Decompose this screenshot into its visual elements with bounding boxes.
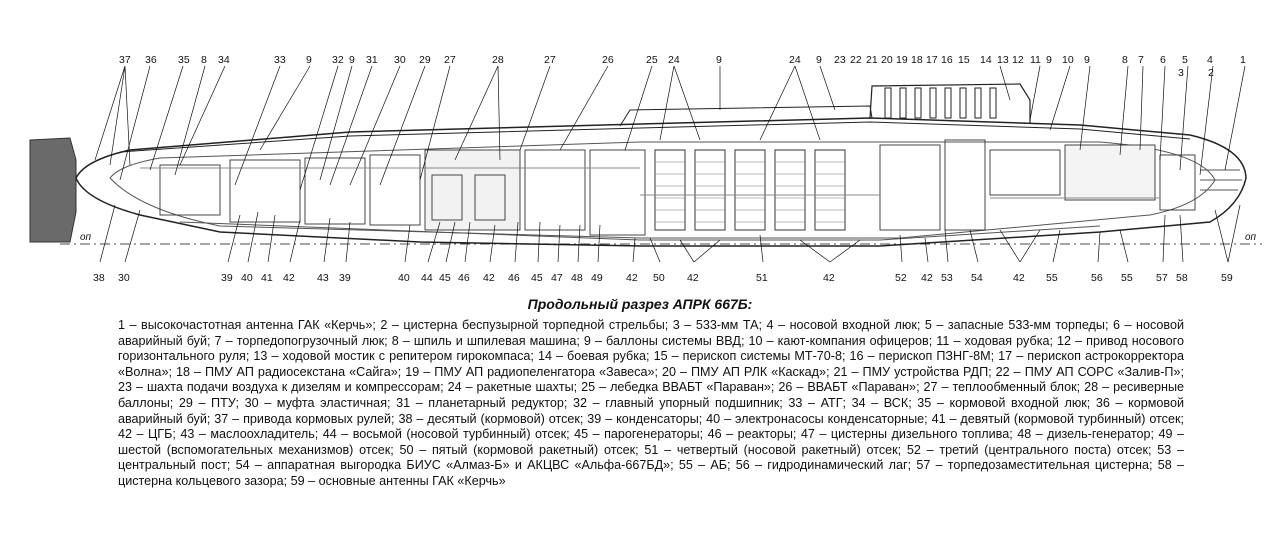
callout-label: 9	[1046, 54, 1052, 66]
top-callouts: 37 36 35 8 34 33 9 32 9 31 30 29 27 28 2…	[119, 54, 1246, 79]
callout-label: 24	[668, 54, 680, 66]
callout-label: 42	[1013, 272, 1025, 284]
callout-label: 30	[394, 54, 406, 66]
callout-label: 6	[1160, 54, 1166, 66]
bottom-callouts: 38 30 39 40 41 42 43 39 40 44 45 46 42 4…	[93, 272, 1233, 284]
missile-silos	[654, 149, 846, 231]
callout-label: 47	[551, 272, 563, 284]
callout-label: 55	[1121, 272, 1133, 284]
callout-label: 31	[366, 54, 378, 66]
callout-label: 14	[980, 54, 992, 66]
callout-label: 15	[958, 54, 970, 66]
callout-label: 13	[997, 54, 1009, 66]
callout-label: 12	[1012, 54, 1024, 66]
callout-label: 25	[646, 54, 658, 66]
callout-label: 45	[439, 272, 451, 284]
callout-label: 55	[1046, 272, 1058, 284]
callout-label: 49	[591, 272, 603, 284]
callout-label: 38	[93, 272, 105, 284]
callout-label: 27	[544, 54, 556, 66]
callout-label: 20	[881, 54, 893, 66]
callout-label: 11	[1030, 54, 1041, 66]
callout-label: 48	[571, 272, 583, 284]
callout-label: 24	[789, 54, 801, 66]
callout-label: 18	[911, 54, 923, 66]
callout-label: 19	[896, 54, 908, 66]
callout-label: 45	[531, 272, 543, 284]
callout-label: 40	[241, 272, 253, 284]
callout-label: 56	[1091, 272, 1103, 284]
callout-label: 46	[458, 272, 470, 284]
callout-label: 52	[895, 272, 907, 284]
callout-label: 37	[119, 54, 131, 66]
callout-label: 42	[626, 272, 638, 284]
callout-label: 42	[687, 272, 699, 284]
callout-label: 58	[1176, 272, 1188, 284]
callout-label: 23	[834, 54, 846, 66]
callout-label: 9	[306, 54, 312, 66]
callout-label: 53	[941, 272, 953, 284]
callout-label: 9	[1084, 54, 1090, 66]
machinery-compartments	[140, 139, 1242, 236]
callout-label: 1	[1240, 54, 1246, 66]
callout-label: 51	[756, 272, 768, 284]
hull-drawing	[29, 83, 1247, 247]
callout-label: 8	[1122, 54, 1128, 66]
callout-label: 17	[926, 54, 938, 66]
callout-label: 7	[1138, 54, 1144, 66]
callout-label: 28	[492, 54, 504, 66]
callout-label: 9	[816, 54, 822, 66]
figure-legend: 1 – высокочастотная антенна ГАК «Керчь»;…	[118, 318, 1184, 488]
callout-label: 30	[118, 272, 130, 284]
callout-label: 39	[221, 272, 233, 284]
callout-label: 22	[850, 54, 862, 66]
callout-label: 10	[1062, 54, 1074, 66]
callout-label: 33	[274, 54, 286, 66]
callout-label: 9	[716, 54, 722, 66]
callout-label: 42	[823, 272, 835, 284]
callout-label: 4	[1207, 54, 1213, 66]
callout-label: 5	[1182, 54, 1188, 66]
callout-label: 27	[444, 54, 456, 66]
baseline-label-left: оп	[80, 232, 92, 243]
callout-label: 46	[508, 272, 520, 284]
callout-label: 57	[1156, 272, 1168, 284]
callout-label: 36	[145, 54, 157, 66]
callout-label: 8	[201, 54, 207, 66]
callout-label: 9	[349, 54, 355, 66]
callout-label: 34	[218, 54, 230, 66]
callout-label: 3	[1178, 67, 1184, 79]
callout-label: 39	[339, 272, 351, 284]
callout-label: 42	[921, 272, 933, 284]
callout-label: 59	[1221, 272, 1233, 284]
leader-lines	[94, 65, 1246, 263]
callout-label: 40	[398, 272, 410, 284]
callout-label: 44	[421, 272, 433, 284]
callout-label: 41	[261, 272, 273, 284]
callout-label: 54	[971, 272, 983, 284]
callout-label: 50	[653, 272, 665, 284]
callout-label: 16	[941, 54, 953, 66]
callout-label: 21	[866, 54, 878, 66]
baseline-label-right: оп	[1245, 232, 1257, 243]
submarine-section-drawing: оп оп 37 36 35 8 34 33 9 32 9 31 30 29	[29, 54, 1262, 284]
callout-label: 26	[602, 54, 614, 66]
callout-label: 32	[332, 54, 344, 66]
callout-label: 42	[483, 272, 495, 284]
callout-label: 43	[317, 272, 329, 284]
figure-title: Продольный разрез АПРК 667Б:	[527, 296, 753, 312]
callout-label: 35	[178, 54, 190, 66]
callout-label: 42	[283, 272, 295, 284]
callout-label: 2	[1208, 67, 1214, 79]
callout-label: 29	[419, 54, 431, 66]
